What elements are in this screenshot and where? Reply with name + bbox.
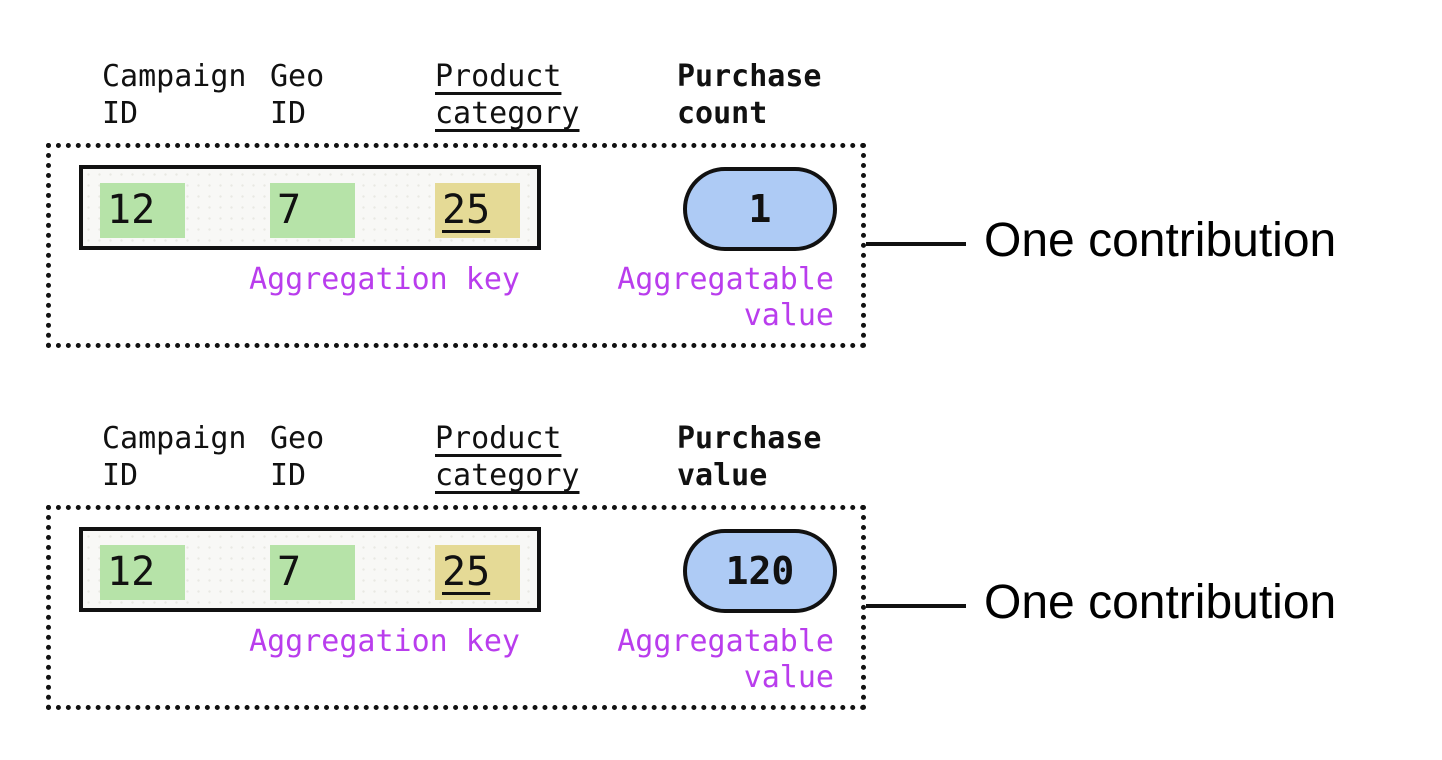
- product-category-header: Product category: [435, 421, 580, 493]
- geo-id-cell: 7: [270, 545, 355, 600]
- campaign-id-header: Campaign ID: [102, 421, 247, 493]
- contribution-boundary: [46, 505, 866, 710]
- geo-id-header: Geo ID: [270, 421, 325, 493]
- record-row: 12 7 25: [79, 165, 541, 250]
- aggregatable-value-label: Aggregatable value: [617, 262, 834, 333]
- purchase-value-panel: Campaign ID Geo ID Product category Purc…: [0, 362, 1442, 724]
- geo-id-header: Geo ID: [270, 59, 325, 131]
- purchase-count-panel: Campaign ID Geo ID Product category Purc…: [0, 0, 1442, 362]
- connector-line: [866, 242, 966, 246]
- product-category-header: Product category: [435, 59, 580, 131]
- purchase-value-header: Purchase value: [677, 421, 822, 493]
- campaign-id-cell: 12: [100, 545, 185, 600]
- connector-line: [866, 604, 966, 608]
- purchase-count-header: Purchase count: [677, 59, 822, 131]
- record-row: 12 7 25: [79, 527, 541, 612]
- aggregatable-value-pill: 120: [683, 529, 837, 613]
- campaign-id-cell: 12: [100, 183, 185, 238]
- product-category-cell: 25: [435, 545, 520, 600]
- aggregatable-value-pill: 1: [683, 167, 837, 251]
- aggregatable-value-label: Aggregatable value: [617, 624, 834, 695]
- contribution-boundary: [46, 143, 866, 348]
- one-contribution-label: One contribution: [984, 576, 1337, 629]
- aggregation-key-label: Aggregation key: [249, 624, 520, 659]
- product-category-cell: 25: [435, 183, 520, 238]
- aggregation-key-label: Aggregation key: [249, 262, 520, 297]
- campaign-id-header: Campaign ID: [102, 59, 247, 131]
- geo-id-cell: 7: [270, 183, 355, 238]
- one-contribution-label: One contribution: [984, 214, 1337, 267]
